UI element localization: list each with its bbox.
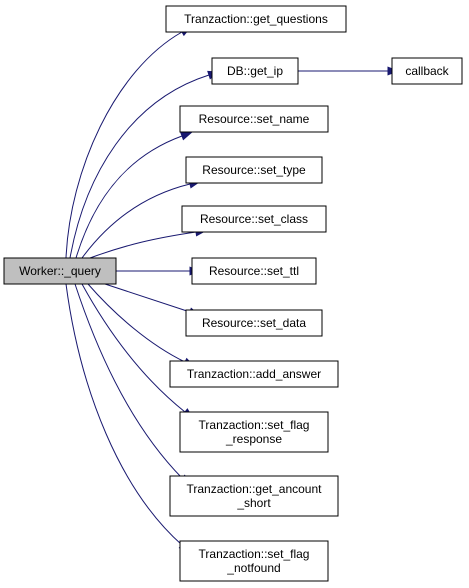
node-label: Resource::set_ttl — [209, 264, 299, 278]
node-set-name[interactable]: Resource::set_name — [179, 105, 329, 133]
node-label: Tranzaction::get_questions — [184, 12, 328, 26]
node-label: Tranzaction::add_answer — [187, 367, 321, 381]
edge-line — [75, 135, 183, 259]
node-label: callback — [405, 64, 449, 78]
node-box — [169, 360, 339, 388]
edge-worker_query-to-get_questions — [65, 26, 192, 259]
node-label: Resource::set_type — [202, 163, 306, 177]
edge-line — [104, 283, 191, 313]
node-label: Resource::set_class — [200, 212, 308, 226]
edge-line — [65, 283, 183, 546]
node-label: _notfound — [226, 561, 280, 575]
node-label: _short — [236, 496, 271, 510]
node-set-type[interactable]: Resource::set_type — [185, 156, 323, 184]
node-get-questions[interactable]: Tranzaction::get_questions — [165, 5, 347, 33]
node-set-ttl[interactable]: Resource::set_ttl — [191, 257, 317, 285]
edge-worker_query-to-set_data — [104, 283, 201, 317]
edge-worker_query-to-set_class — [89, 227, 208, 259]
edge-worker_query-to-set_ttl — [115, 266, 202, 276]
node-box — [179, 411, 329, 453]
node-label: Tranzaction::set_flag — [199, 418, 310, 432]
node-box — [169, 475, 339, 517]
arrowhead-icon — [179, 131, 193, 141]
edge-line — [69, 74, 210, 259]
edge-line — [65, 31, 183, 259]
node-box — [181, 205, 327, 233]
edge-worker_query-to-set_name — [75, 131, 193, 259]
edge-line — [81, 283, 186, 413]
node-label: Resource::set_name — [199, 112, 310, 126]
edge-line — [74, 283, 183, 479]
node-box — [185, 309, 323, 337]
node-label: Worker::_query — [19, 264, 101, 278]
node-set-class[interactable]: Resource::set_class — [181, 205, 327, 233]
node-worker-query[interactable]: Worker::_query — [3, 257, 117, 285]
node-callback[interactable]: callback — [391, 57, 463, 85]
node-label: Resource::set_data — [202, 316, 306, 330]
node-label: Tranzaction::get_ancount — [187, 482, 323, 496]
node-box — [191, 257, 317, 285]
node-box — [179, 540, 329, 582]
edge-worker_query-to-set_flag_response — [81, 283, 194, 420]
node-box — [3, 257, 117, 285]
node-db-get-ip[interactable]: DB::get_ip — [211, 57, 299, 85]
node-label: _response — [225, 432, 282, 446]
node-set-data[interactable]: Resource::set_data — [185, 309, 323, 337]
node-set-flag-notfound[interactable]: Tranzaction::set_flag_notfound — [179, 540, 329, 582]
edge-line — [81, 183, 191, 259]
node-box — [185, 156, 323, 184]
node-label: DB::get_ip — [227, 64, 283, 78]
node-box — [211, 57, 299, 85]
node-add-answer[interactable]: Tranzaction::add_answer — [169, 360, 339, 388]
edge-line — [89, 231, 197, 259]
nodes: Worker::_query Tranzaction::get_questions… — [3, 5, 463, 582]
node-box — [179, 105, 329, 133]
edge-line — [87, 283, 186, 363]
edge-db_get_ip-to-callback — [298, 66, 400, 76]
node-box — [391, 57, 463, 85]
node-get-ancount-short[interactable]: Tranzaction::get_ancount_short — [169, 475, 339, 517]
node-set-flag-response[interactable]: Tranzaction::set_flag_response — [179, 411, 329, 453]
node-label: Tranzaction::set_flag — [199, 547, 310, 561]
node-box — [165, 5, 347, 33]
